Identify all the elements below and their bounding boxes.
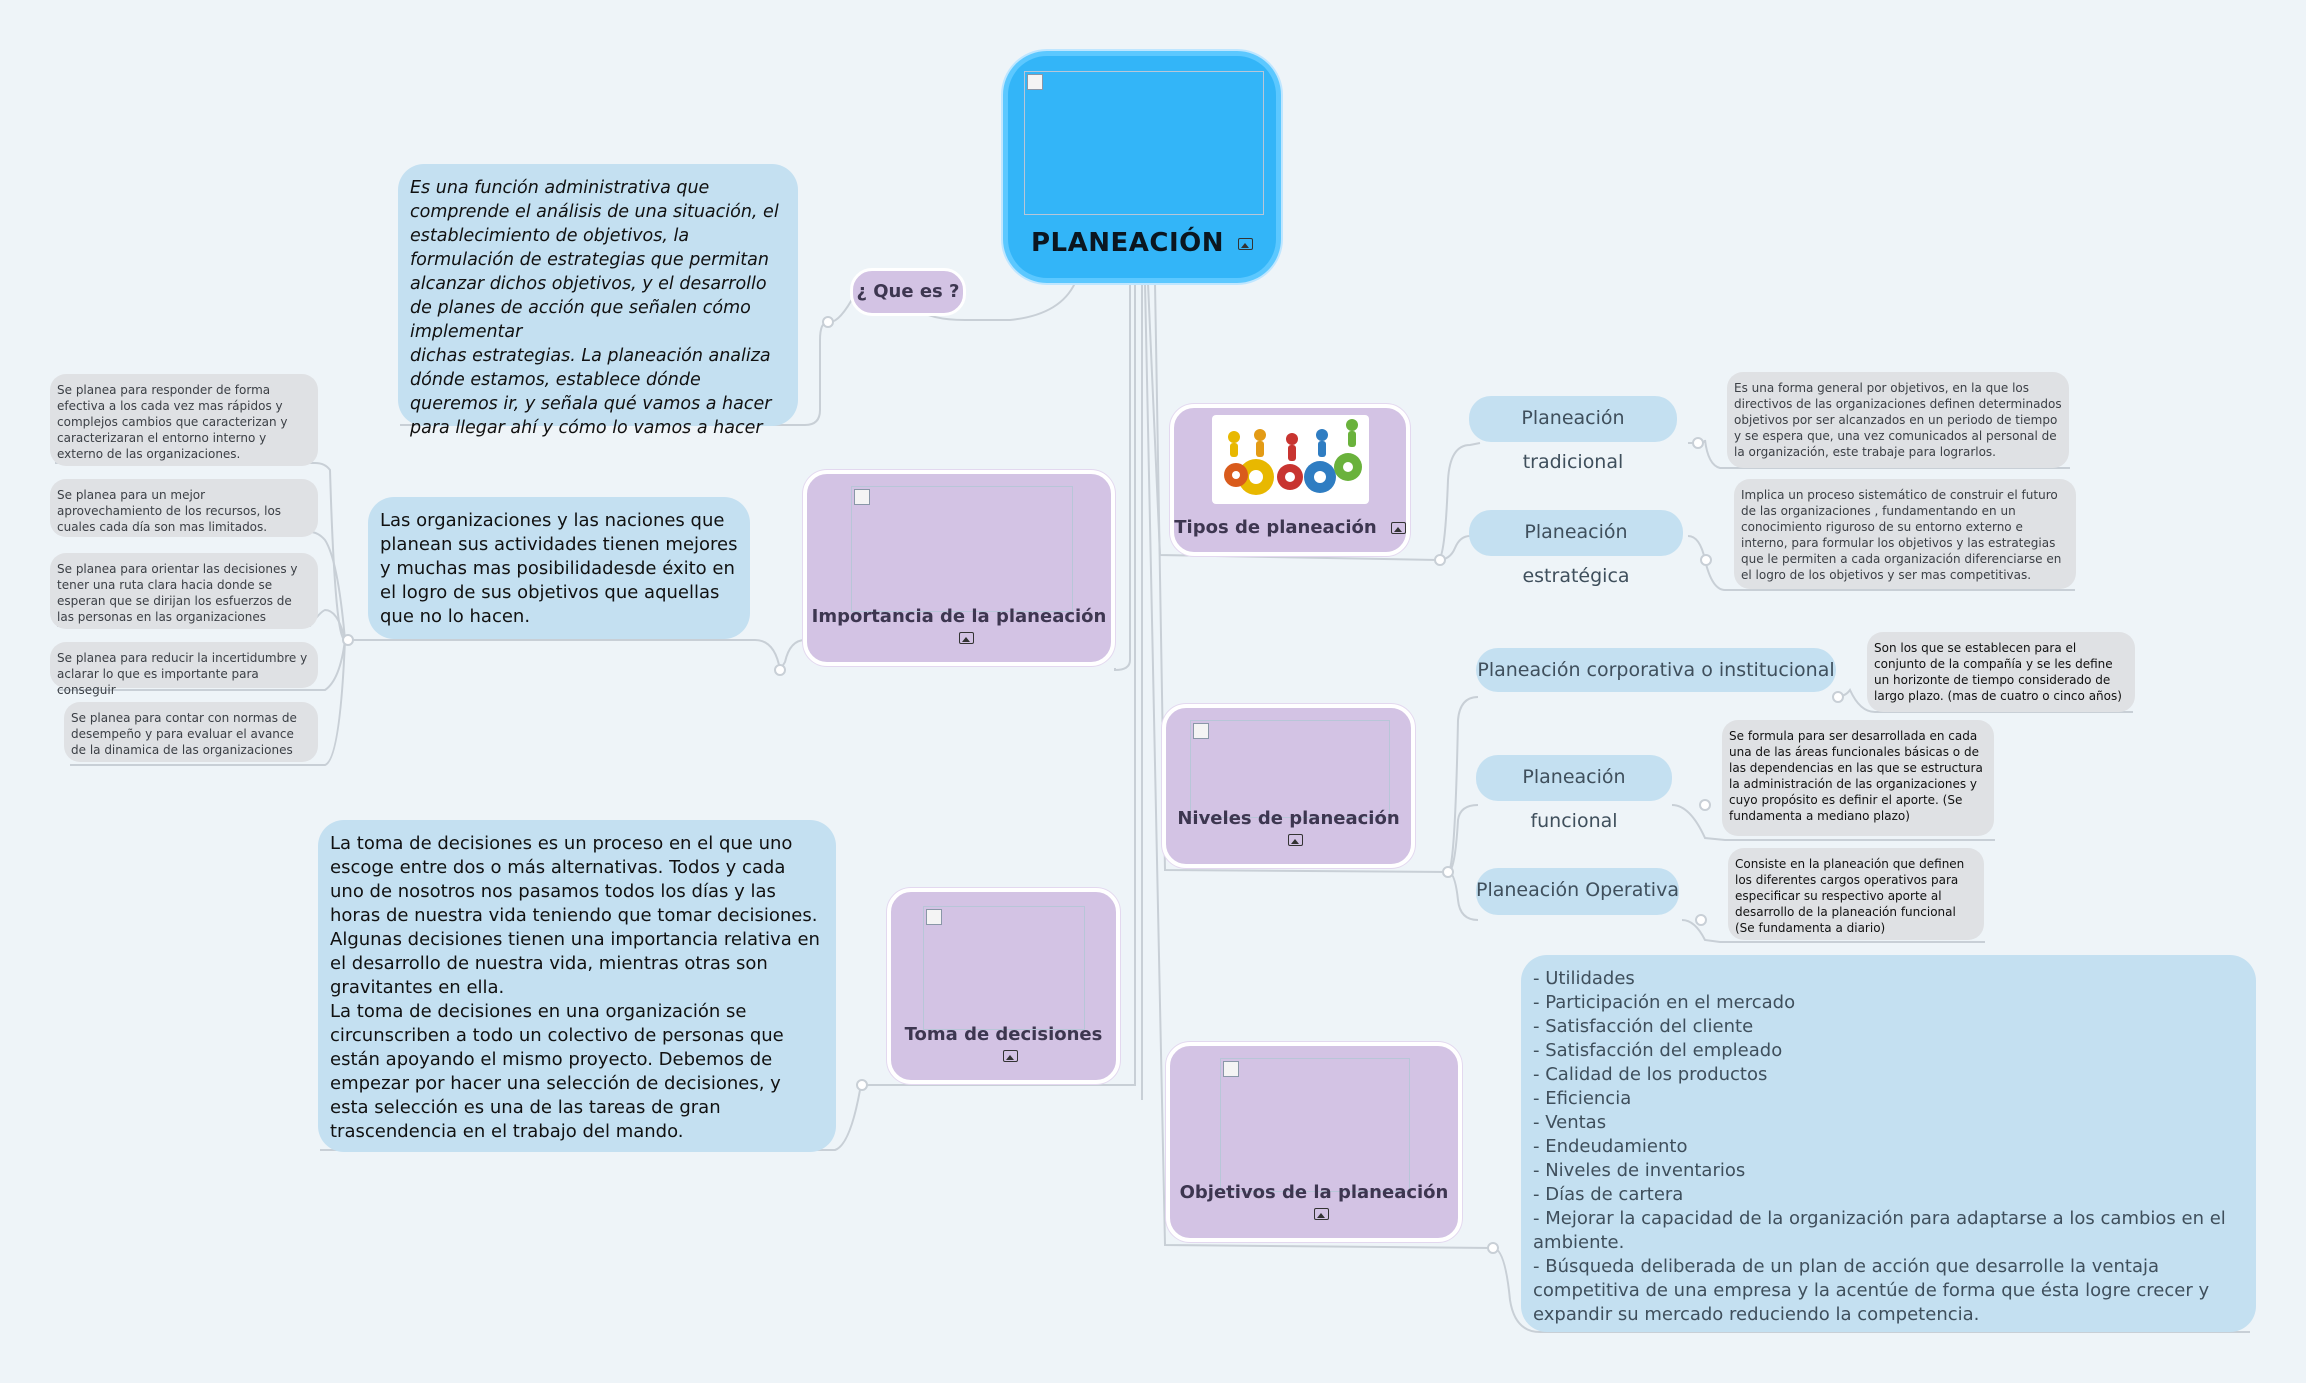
importancia-title: Importancia de la planeación [812,606,1107,627]
importancia-description[interactable]: Las organizaciones y las naciones que pl… [368,497,750,639]
importancia-image-placeholder [851,486,1073,612]
importancia-note-2[interactable]: Se planea para un mejor aprovechamiento … [50,479,318,537]
tipos-item-estrategica[interactable]: Planeación estratégica [1469,510,1683,556]
niveles-note-funcional[interactable]: Se formula para ser desarrollada en cada… [1722,720,1994,836]
root-title: PLANEACIÓN [1031,228,1224,258]
image-icon [1314,1208,1329,1220]
image-icon [1391,522,1406,534]
toma-description[interactable]: La toma de decisiones es un proceso en e… [318,820,836,1152]
importancia-note-5[interactable]: Se planea para contar con normas de dese… [64,702,318,762]
niveles-item-corporativa[interactable]: Planeación corporativa o institucional [1476,648,1836,692]
root-image-placeholder [1024,71,1264,215]
niveles-note-operativa[interactable]: Consiste en la planeación que definen lo… [1728,848,1984,940]
que-es-description[interactable]: Es una función administrativa que compre… [398,164,798,426]
image-icon [959,632,974,644]
gears-people-image [1212,415,1369,504]
objetivos-description[interactable]: - Utilidades - Participación en el merca… [1521,955,2256,1332]
toma-title: Toma de decisiones [905,1024,1103,1045]
toma-image-placeholder [923,906,1085,1030]
niveles-note-corporativa[interactable]: Son los que se establecen para el conjun… [1867,632,2135,712]
niveles-item-operativa[interactable]: Planeación Operativa [1476,868,1679,915]
niveles-topic[interactable]: Niveles de planeación [1162,704,1415,868]
image-icon [1003,1050,1018,1062]
tipos-item-tradicional[interactable]: Planeación tradicional [1469,396,1677,442]
tipos-note-estrategica[interactable]: Implica un proceso sistemático de constr… [1734,479,2076,589]
image-icon [1288,834,1303,846]
objetivos-image-placeholder [1220,1058,1410,1192]
objetivos-topic[interactable]: Objetivos de la planeación [1166,1042,1462,1242]
niveles-image-placeholder [1190,720,1390,818]
image-icon [1238,238,1253,250]
importancia-note-1[interactable]: Se planea para responder de forma efecti… [50,374,318,466]
importancia-note-4[interactable]: Se planea para reducir la incertidumbre … [50,642,318,688]
importancia-topic[interactable]: Importancia de la planeación [803,470,1115,666]
root-node[interactable]: PLANEACIÓN [1003,51,1281,283]
niveles-item-funcional[interactable]: Planeación funcional [1476,755,1672,801]
tipos-title: Tipos de planeación [1174,517,1376,538]
importancia-note-3[interactable]: Se planea para orientar las decisiones y… [50,553,318,629]
objetivos-title: Objetivos de la planeación [1180,1182,1449,1203]
que-es-topic[interactable]: ¿ Que es ? [850,268,966,316]
niveles-title: Niveles de planeación [1177,808,1399,829]
tipos-note-tradicional[interactable]: Es una forma general por objetivos, en l… [1727,372,2069,468]
toma-topic[interactable]: Toma de decisiones [887,888,1120,1084]
